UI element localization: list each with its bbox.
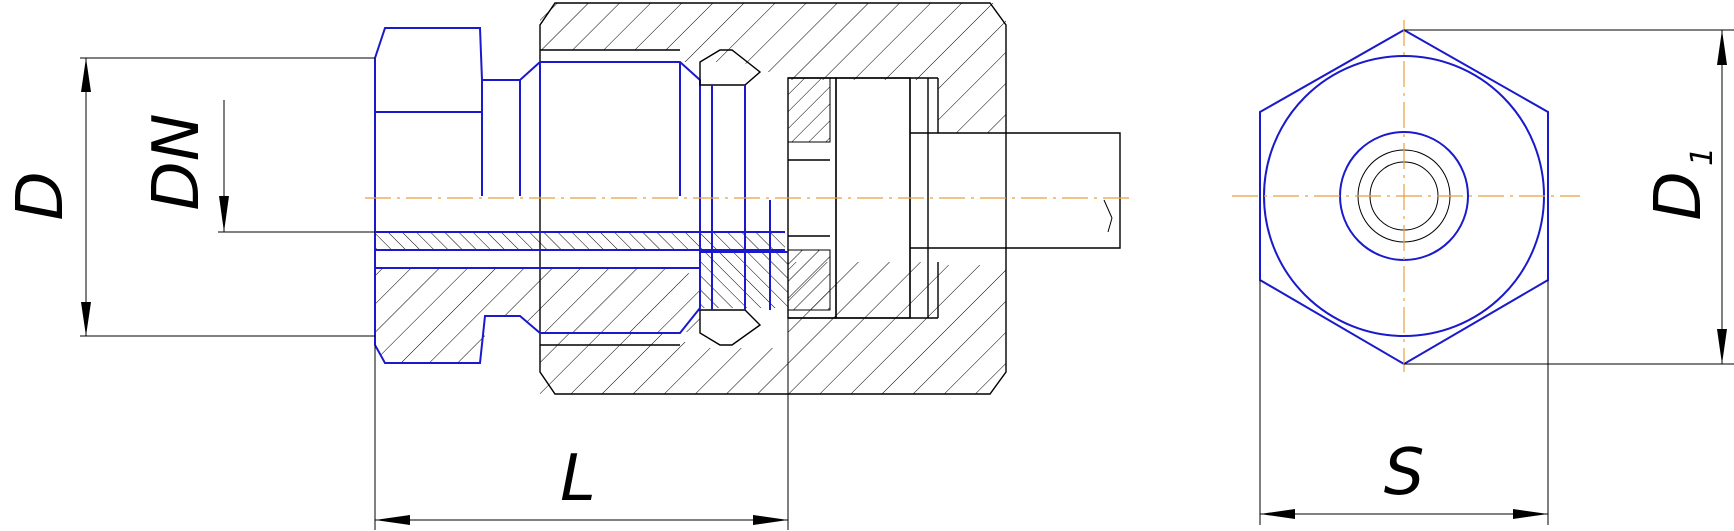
dimension-L bbox=[374, 262, 789, 530]
housing-body bbox=[539, 2, 1121, 395]
nipple-fitting bbox=[374, 27, 788, 364]
dimension-S bbox=[1259, 280, 1549, 525]
label-D1: D 1 bbox=[1642, 147, 1720, 221]
label-D1-main: D bbox=[1642, 171, 1716, 220]
dimension-D1 bbox=[1404, 29, 1734, 365]
label-L: L bbox=[560, 442, 596, 516]
dimension-D bbox=[80, 57, 375, 337]
section-view: D DN L bbox=[4, 2, 1130, 530]
end-view: S D 1 bbox=[1232, 20, 1734, 525]
label-D: D bbox=[4, 171, 78, 220]
label-S: S bbox=[1384, 436, 1425, 510]
label-DN: DN bbox=[140, 113, 214, 210]
label-D1-sub: 1 bbox=[1685, 147, 1720, 166]
dimension-DN bbox=[218, 100, 375, 233]
